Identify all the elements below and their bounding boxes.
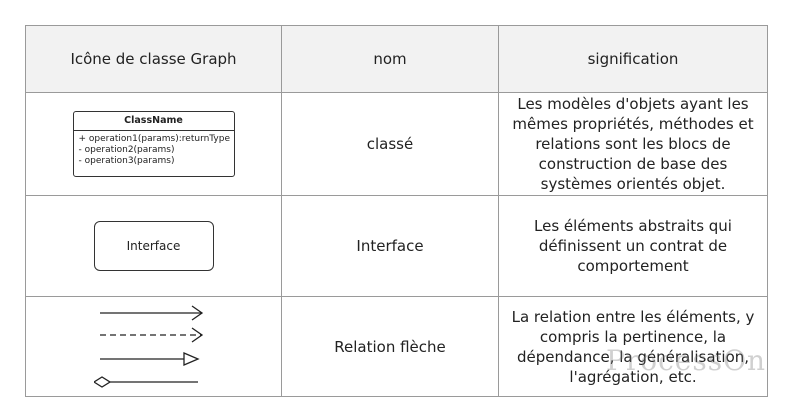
row-meaning: Les modèles d'objets ayant les mêmes pro…	[512, 95, 754, 193]
header-icon-column: Icône de classe Graph	[26, 26, 282, 92]
class-diagram-icon: ClassName + operation1(params):returnTyp…	[72, 111, 235, 177]
row-name: classé	[282, 93, 499, 195]
row-meaning: Les éléments abstraits qui définissent u…	[534, 217, 732, 275]
operation-line: + operation1(params):returnType	[78, 134, 230, 144]
uml-table: Icône de classe Graph nom signification …	[25, 25, 768, 397]
row-name: Relation flèche	[282, 297, 499, 396]
solid-arrow-icon	[99, 304, 203, 321]
class-icon-cell: ClassName + operation1(params):returnTyp…	[26, 93, 282, 195]
table-row: Interface Interface Les éléments abstrai…	[26, 195, 767, 296]
row-meaning: La relation entre les éléments, y compri…	[511, 307, 755, 386]
relation-icon-cell	[26, 297, 282, 396]
table-row: Relation flèche La relation entre les él…	[26, 296, 767, 396]
interface-label: Interface	[126, 239, 181, 253]
operation-line: - operation2(params)	[78, 145, 175, 155]
diamond-line-icon	[93, 375, 198, 388]
operation-line: - operation3(params)	[78, 156, 175, 166]
interface-icon-cell: Interface	[26, 196, 282, 296]
relation-arrows-icon	[93, 304, 203, 388]
hollow-triangle-arrow-icon	[99, 351, 200, 366]
interface-diagram-icon: Interface	[93, 221, 214, 271]
header-name-column: nom	[282, 26, 499, 92]
dashed-arrow-icon	[99, 326, 203, 343]
table-row: ClassName + operation1(params):returnTyp…	[26, 92, 767, 195]
header-meaning-column: signification	[587, 50, 679, 68]
row-name: Interface	[282, 196, 499, 296]
table-header-row: Icône de classe Graph nom signification	[26, 26, 767, 92]
class-name-label: ClassName	[73, 112, 234, 131]
